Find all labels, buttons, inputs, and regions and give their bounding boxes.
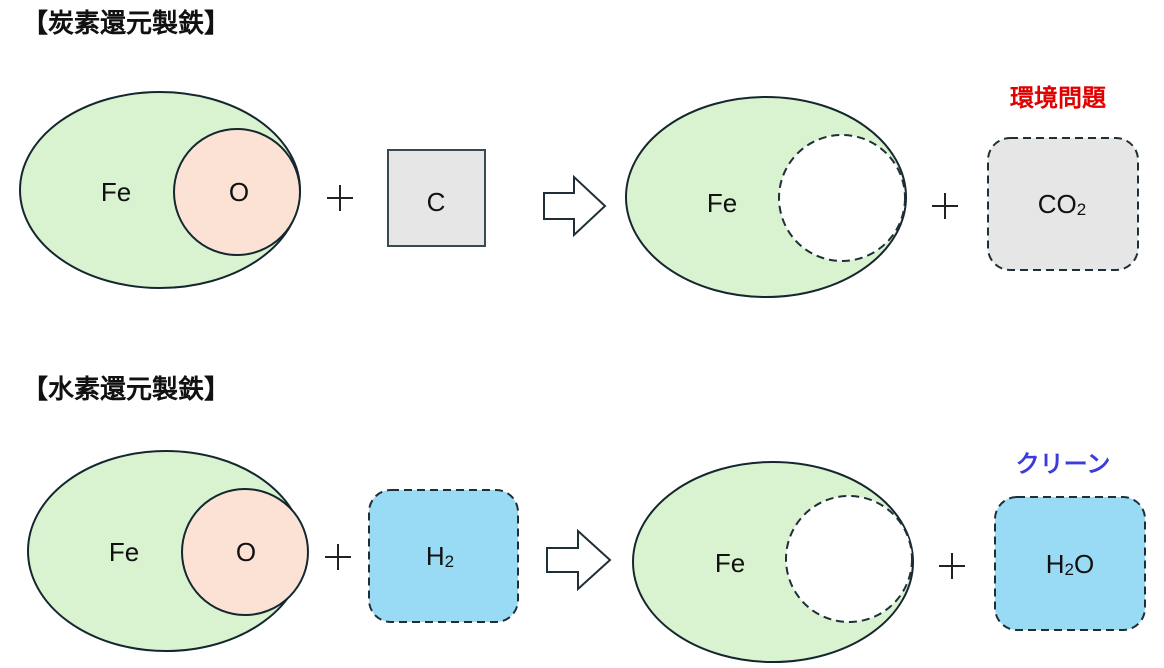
hydrogen-reagent: H2 [368, 489, 519, 623]
reaction-arrow-icon [546, 528, 612, 592]
carbon-label: C [427, 187, 446, 217]
environmental-problem-label: 環境問題 [1010, 84, 1107, 112]
oxygen-label: O [229, 177, 249, 207]
iron-product: Fe [632, 461, 914, 663]
iron-label: Fe [109, 537, 139, 567]
section-title-carbon: 【炭素還元製鉄】 [22, 8, 230, 39]
hydrogen-label: H2 [426, 541, 454, 571]
carbon-reagent: C [387, 149, 486, 247]
oxygen-circle [181, 488, 309, 616]
iron-oxide-reactant: Fe O [27, 450, 309, 652]
hydrogen-reduction-section: 【水素還元製鉄】 Fe O H2 Fe H2O [22, 374, 1146, 663]
reaction-arrow-icon [543, 174, 607, 238]
water-box [994, 496, 1146, 631]
removed-oxygen-circle [778, 134, 906, 262]
section-title-hydrogen: 【水素還元製鉄】 [22, 374, 230, 405]
iron-label: Fe [101, 177, 131, 207]
plus-sign [327, 185, 353, 211]
iron-label: Fe [715, 548, 745, 578]
plus-sign [325, 544, 351, 570]
iron-oxide-reactant: Fe O [19, 91, 301, 289]
water-byproduct: H2O [994, 496, 1146, 631]
removed-oxygen-circle [785, 495, 913, 623]
iron-product: Fe [625, 96, 907, 298]
plus-sign [939, 553, 965, 579]
co2-box [987, 137, 1139, 271]
co2-label: CO2 [1038, 189, 1086, 219]
clean-label: クリーン [1016, 450, 1111, 478]
co2-byproduct: CO2 [987, 137, 1139, 271]
iron-label: Fe [707, 188, 737, 218]
oxygen-circle [173, 128, 301, 256]
plus-sign [932, 193, 958, 219]
carbon-reduction-section: 【炭素還元製鉄】 Fe O C Fe CO2 [19, 8, 1139, 298]
water-label: H2O [1046, 549, 1094, 579]
hydrogen-box [368, 489, 519, 623]
oxygen-label: O [236, 537, 256, 567]
carbon-box [387, 149, 486, 247]
